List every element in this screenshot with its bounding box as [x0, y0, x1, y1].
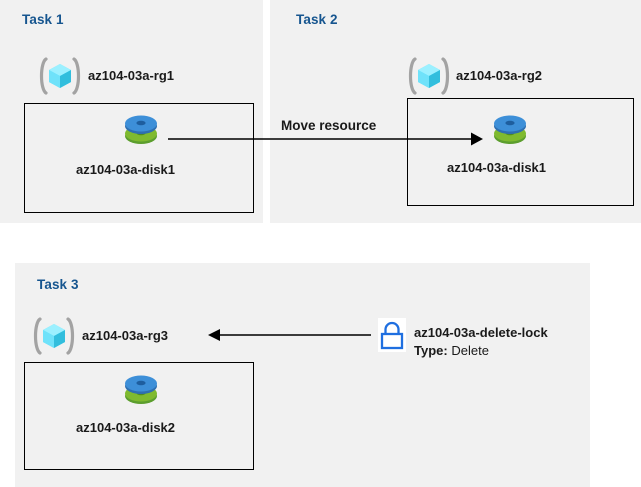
task-3-resource-name: az104-03a-disk2: [76, 420, 176, 435]
lock-type-label: Type:: [414, 343, 448, 358]
resource-group-icon: [37, 55, 83, 97]
task-1-resource-name: az104-03a-disk1: [76, 162, 176, 177]
task-1-resource-box: [24, 103, 254, 213]
task-1-label: Task 1: [22, 12, 64, 27]
task-3-panel: [15, 263, 590, 487]
task-2-label: Task 2: [296, 12, 338, 27]
task-2-resource-name: az104-03a-disk1: [447, 160, 547, 175]
lock-name: az104-03a-delete-lock: [414, 325, 548, 340]
task-2-resource-group-name: az104-03a-rg2: [456, 68, 542, 83]
resource-group-icon: [31, 315, 77, 357]
task-1-panel: [0, 0, 263, 223]
lock-icon: [378, 318, 406, 352]
managed-disk-icon: [490, 112, 530, 150]
lock-type: Type: Delete: [414, 343, 489, 358]
task-1-resource-group-name: az104-03a-rg1: [88, 68, 174, 83]
task-3-label: Task 3: [37, 277, 79, 292]
move-resource-label: Move resource: [281, 118, 377, 133]
task-3-resource-group-name: az104-03a-rg3: [82, 328, 168, 343]
resource-group-icon: [406, 55, 452, 97]
lock-connector: [208, 326, 371, 346]
task-3-resource-box: [24, 362, 254, 470]
move-resource-connector: [168, 128, 484, 152]
lock-type-value: Delete: [451, 343, 489, 358]
managed-disk-icon: [121, 372, 161, 410]
task-2-resource-box: [407, 98, 634, 206]
managed-disk-icon: [121, 112, 161, 150]
task-2-panel: [270, 0, 641, 223]
